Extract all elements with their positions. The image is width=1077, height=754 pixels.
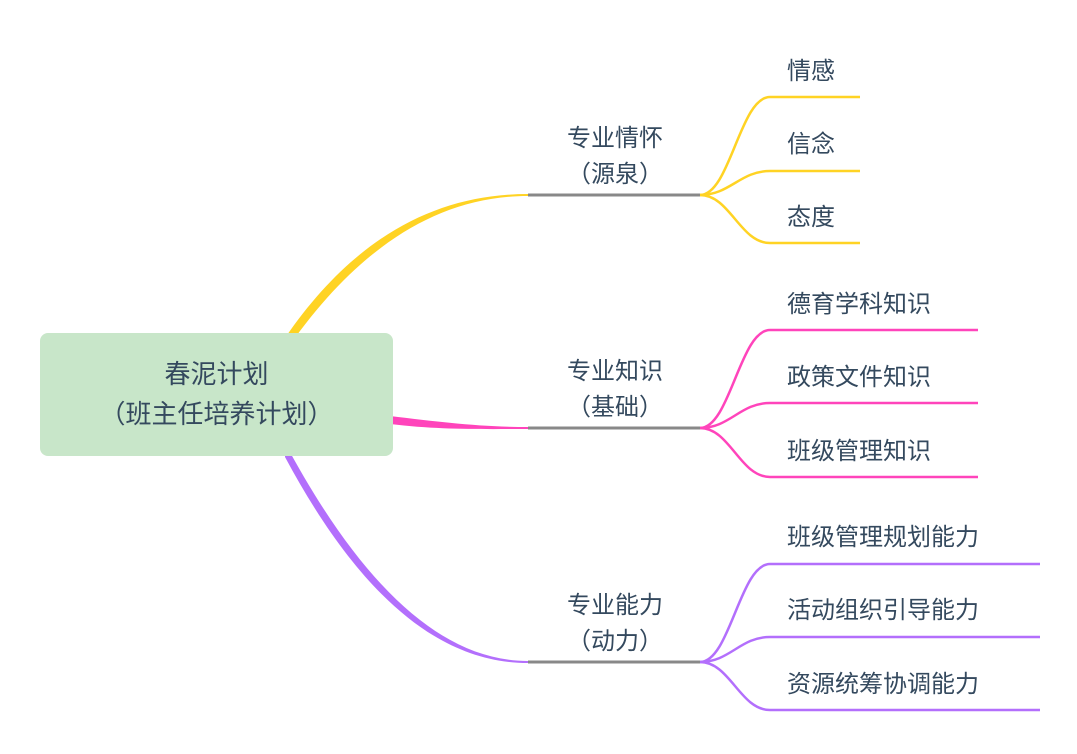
topic-title: 专业能力 (567, 591, 663, 619)
child-connector (699, 426, 978, 479)
leaf-node[interactable]: 资源统筹协调能力 (787, 670, 979, 698)
leaf-node[interactable]: 班级管理知识 (787, 437, 931, 465)
root-node[interactable]: 春泥计划 （班主任培养计划） (40, 333, 393, 456)
child-connectors-emotion (699, 95, 860, 245)
topic-subtitle: （动力） (567, 627, 663, 655)
root-subtitle: （班主任培养计划） (99, 399, 334, 430)
branch-connector-emotion (285, 194, 528, 352)
child-connectors-knowledge (699, 328, 978, 479)
leaf-node[interactable]: 信念 (787, 130, 835, 158)
child-connectors-ability (699, 562, 1040, 712)
child-connector (699, 401, 978, 430)
child-connector (699, 328, 978, 430)
topic-node-emotion[interactable]: 专业情怀 （源泉） (530, 120, 700, 192)
child-connector (699, 95, 860, 197)
leaf-node[interactable]: 态度 (787, 203, 835, 231)
topic-subtitle: （源泉） (567, 160, 663, 188)
child-connector (699, 562, 1040, 664)
branch-connector-ability (285, 443, 528, 663)
topic-node-ability[interactable]: 专业能力 （动力） (530, 587, 700, 659)
topic-title: 专业知识 (567, 357, 663, 385)
branch-connector-knowledge (390, 416, 528, 430)
leaf-node[interactable]: 德育学科知识 (787, 290, 931, 318)
topic-node-knowledge[interactable]: 专业知识 （基础） (530, 353, 700, 425)
leaf-node[interactable]: 情感 (787, 57, 835, 85)
leaf-node[interactable]: 班级管理规划能力 (787, 523, 979, 551)
leaf-node[interactable]: 活动组织引导能力 (787, 596, 979, 624)
child-connector (699, 635, 1040, 664)
root-title: 春泥计划 (164, 359, 269, 390)
child-connector (699, 660, 1040, 712)
child-connector (699, 169, 860, 197)
topic-subtitle: （基础） (567, 393, 663, 421)
child-connector (699, 193, 860, 245)
topic-title: 专业情怀 (567, 124, 663, 152)
leaf-node[interactable]: 政策文件知识 (787, 363, 931, 391)
